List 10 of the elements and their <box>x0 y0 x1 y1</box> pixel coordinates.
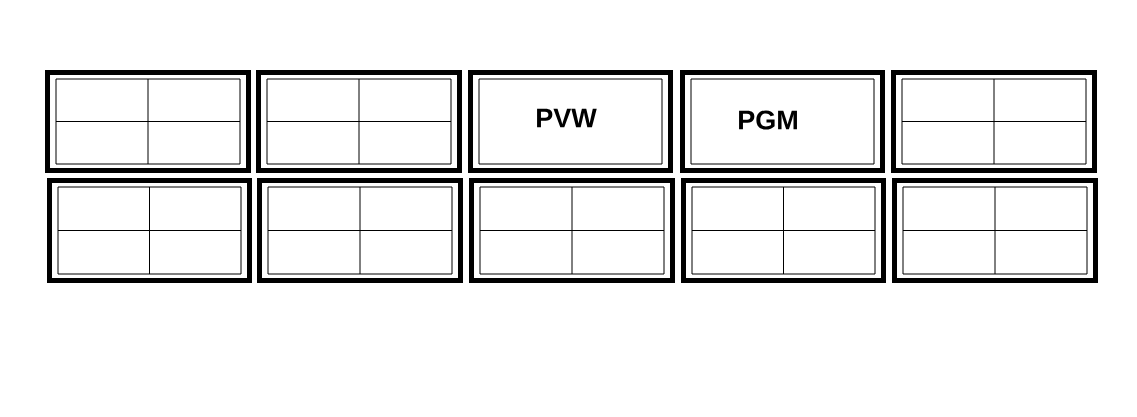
quad-split-monitor <box>891 70 1097 173</box>
quad-split-monitor <box>892 178 1098 283</box>
quad-split-monitor <box>257 178 463 283</box>
quad-split-monitor <box>45 70 251 173</box>
quad-split-monitor <box>47 178 252 283</box>
quad-split-monitor <box>256 70 462 173</box>
quad-split-monitor <box>469 178 675 283</box>
quad-split-monitor <box>681 178 886 283</box>
monitor: PVW <box>468 70 673 173</box>
monitor: PGM <box>680 70 885 173</box>
